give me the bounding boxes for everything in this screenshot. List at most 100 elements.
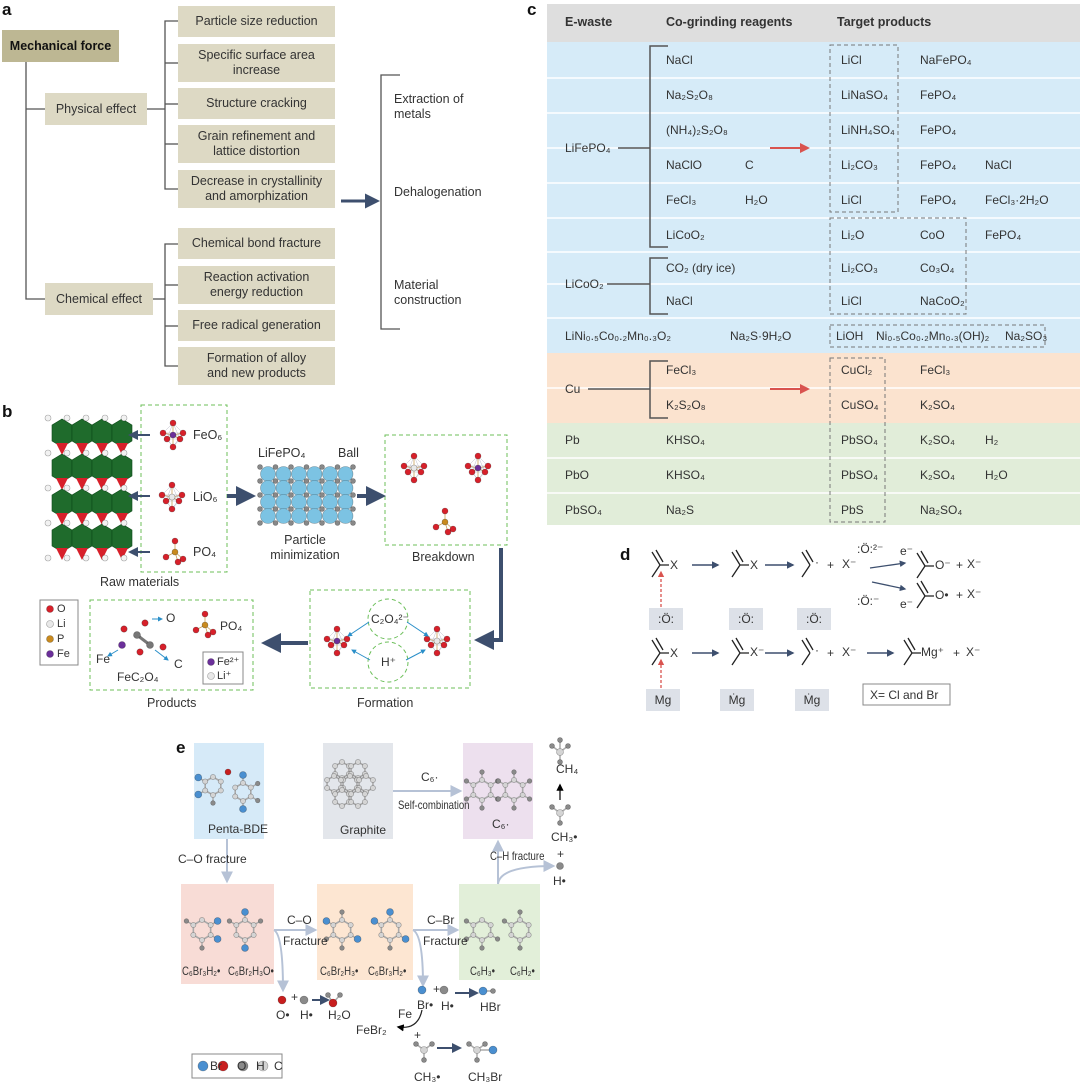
ch3br-label: CH₃Br — [468, 1070, 503, 1084]
c-atom — [370, 777, 376, 783]
c-atom — [487, 782, 494, 788]
bonds — [801, 637, 814, 666]
o-atom — [417, 468, 425, 476]
lifepo4-particle — [272, 506, 279, 512]
c-atom — [395, 922, 402, 928]
milling-ball — [260, 480, 276, 496]
molecules — [183, 737, 571, 1072]
vinyl-magnesium — [903, 637, 921, 666]
reaction-arrow — [871, 581, 907, 592]
product-cell: LiNaSO₄ — [841, 88, 888, 102]
pink-species: C₆Br₃H₂• — [182, 964, 221, 978]
table-blue-bg — [547, 42, 1080, 353]
feo6-polyhedron — [71, 488, 93, 518]
o-atom — [432, 523, 440, 531]
substituent-atom — [526, 796, 533, 802]
o-atom — [464, 462, 472, 470]
po4-tetrahedron — [96, 513, 108, 525]
po4-tetrahedron — [76, 478, 88, 490]
lifepo4-particle — [257, 520, 263, 526]
c-atom — [199, 937, 205, 943]
substituent-atom — [194, 790, 203, 799]
feo6-polyhedron — [51, 453, 73, 483]
enol-radical — [916, 580, 934, 609]
center-atom — [474, 464, 482, 472]
legend-h: H — [256, 1059, 265, 1073]
o-atom — [474, 476, 482, 484]
raw-materials-label: Raw materials — [100, 575, 180, 589]
po4-tetrahedron — [116, 513, 128, 525]
reagent-cell: NaCl — [666, 53, 693, 67]
milling-ball — [260, 494, 276, 510]
green-species: C₆H₃• — [470, 964, 496, 978]
feo6-polyhedron — [71, 453, 93, 483]
light-arrows — [221, 785, 556, 993]
lifepo4-particle — [303, 492, 310, 498]
br-atom — [417, 985, 427, 995]
milling-ball — [275, 508, 292, 524]
lifepo4-particle — [257, 492, 263, 498]
green-species: C₆H₂• — [510, 964, 535, 978]
lifepo4-particle — [272, 520, 279, 526]
plus: + — [827, 558, 835, 572]
reagent-cell: KHSO₄ — [666, 433, 705, 447]
o-atom — [158, 491, 166, 499]
feo6-polyhedron — [91, 453, 113, 483]
reagent-cell: Na₂S·9H₂O — [730, 329, 792, 343]
reagent-cell: Na₂S₂O₈ — [666, 88, 713, 102]
product-cell: Na₂SO₃ — [1005, 329, 1048, 343]
feo6-polyhedron — [91, 418, 113, 448]
c-atom — [324, 777, 330, 783]
mg-radical-box: Ṁg — [795, 689, 829, 711]
milling-ball — [337, 494, 354, 510]
substituent-atom — [194, 773, 203, 782]
ball-label: Ball — [338, 446, 359, 460]
electron: e⁻ — [900, 597, 914, 611]
atom — [474, 1057, 480, 1063]
c-atom — [502, 782, 509, 788]
vinyl-halide — [651, 637, 669, 666]
o-atom — [120, 625, 128, 633]
bonds — [651, 549, 669, 578]
c-atom — [202, 778, 209, 785]
c-atom — [395, 932, 402, 938]
halogen: X — [670, 646, 679, 660]
product-cell: Li₂CO₃ — [841, 261, 878, 275]
li-atom — [101, 519, 109, 527]
c-atom — [556, 809, 564, 817]
superoxide-box: :Ö: — [649, 608, 683, 630]
bonds — [916, 550, 934, 579]
halide-anion: X⁻ — [967, 587, 982, 601]
green-box — [459, 884, 540, 980]
c-label: C — [174, 657, 183, 671]
c-atom — [240, 780, 246, 786]
bonds — [731, 549, 749, 578]
po4-tetrahedron — [56, 513, 68, 525]
lio6-octahedron — [423, 625, 451, 657]
milling-ball — [306, 508, 323, 524]
pink-box — [181, 884, 274, 984]
graphite-ring — [348, 787, 368, 809]
product-cell: FePO₄ — [985, 228, 1022, 242]
c-atom — [242, 917, 248, 923]
enol-o-radical: O• — [935, 588, 949, 602]
br-atom — [478, 986, 488, 996]
o-atom — [201, 610, 209, 618]
atom — [565, 743, 571, 749]
lifepo4-particle — [303, 478, 310, 484]
bonds — [916, 580, 934, 609]
feo6-polyhedron — [51, 523, 73, 553]
li-atom — [82, 554, 90, 562]
bonds — [651, 637, 669, 666]
feo6-octahedron — [464, 452, 492, 484]
product-cell: LiCl — [841, 193, 862, 207]
ion-legend-fe: Fe²⁺ — [217, 656, 240, 668]
lifepo4-particle — [350, 506, 356, 512]
substituent-atom — [463, 936, 470, 942]
lifepo4-particle — [319, 492, 325, 498]
substituent-atom — [526, 778, 533, 784]
product-cell: FePO₄ — [920, 193, 957, 207]
breakdown-box — [384, 434, 508, 546]
c6br3h2-ring — [370, 908, 410, 951]
product-cell: K₂SO₄ — [920, 433, 955, 447]
